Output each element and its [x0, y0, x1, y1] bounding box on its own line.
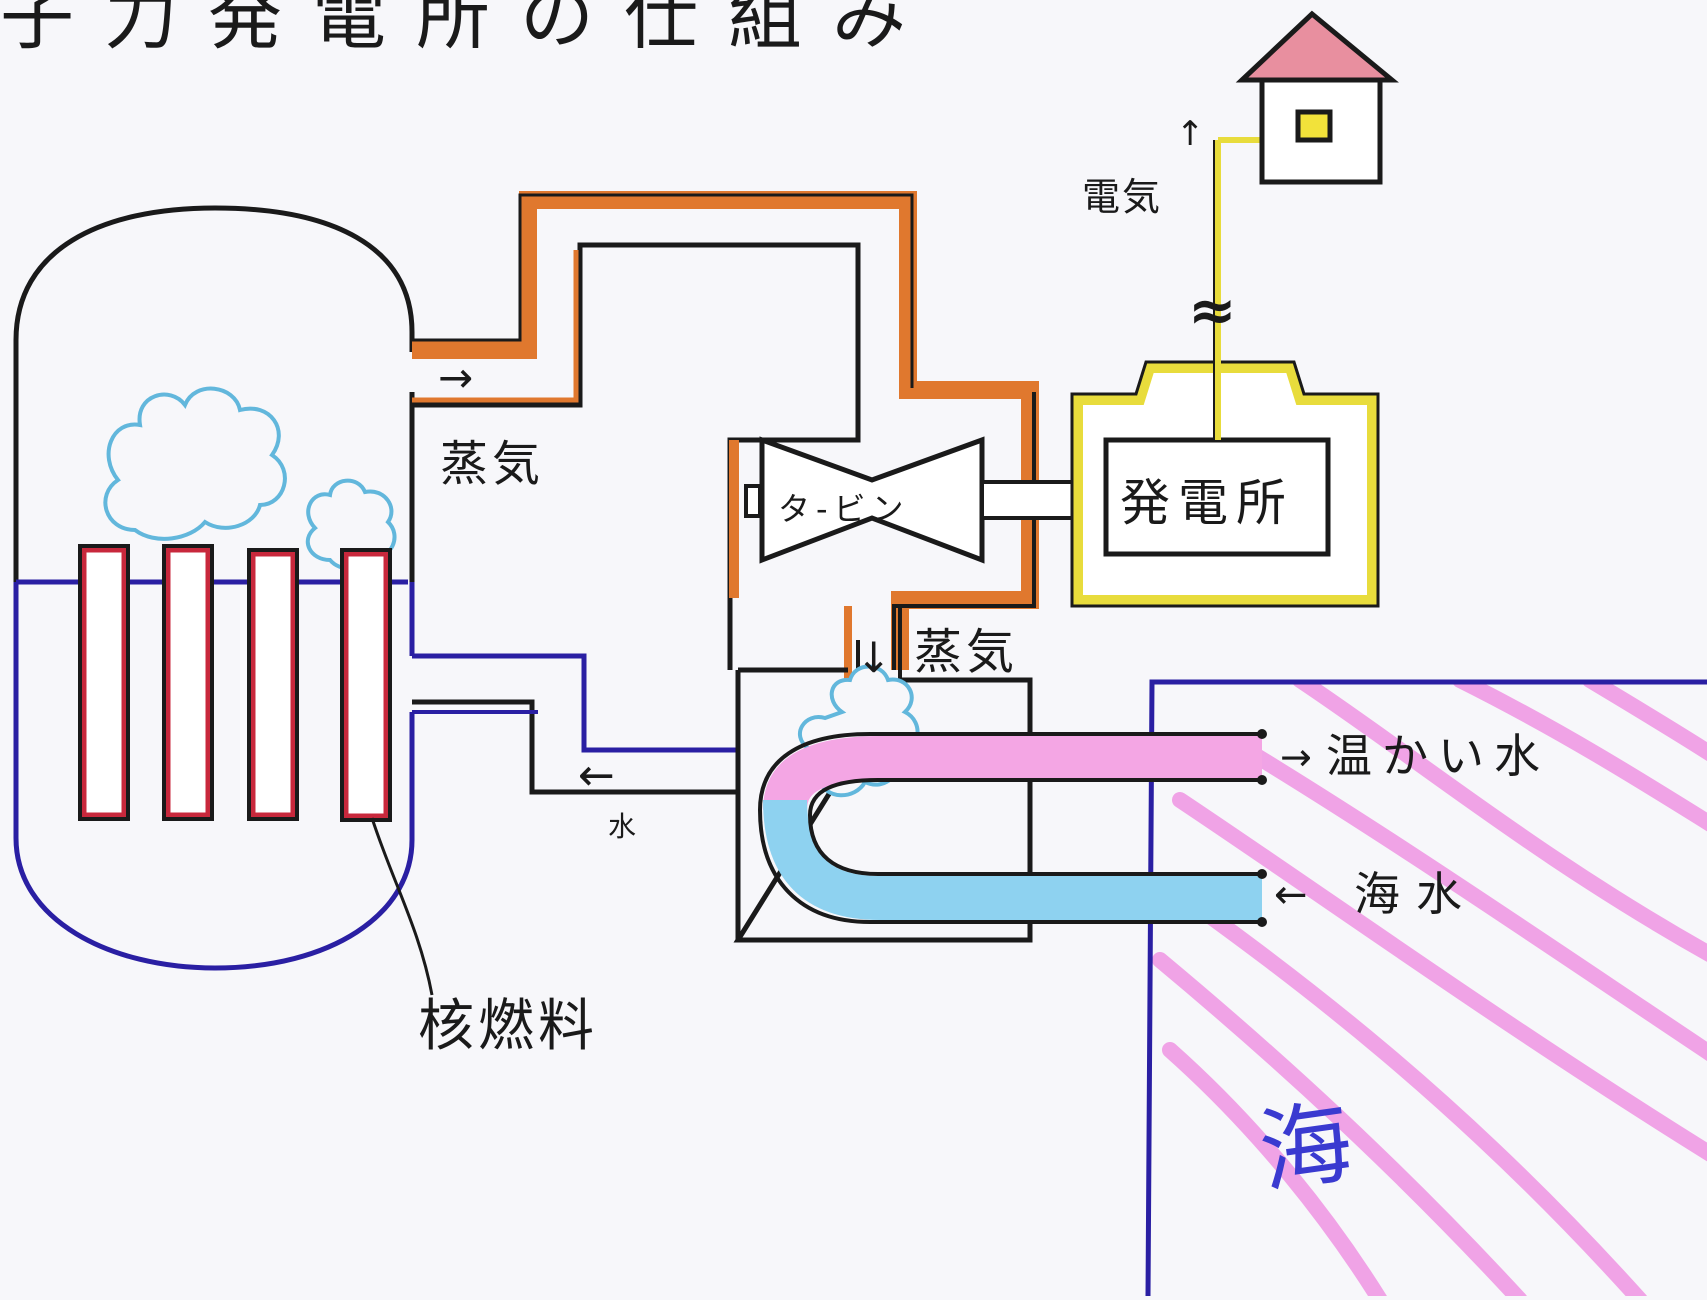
sea-water-pipe [763, 799, 1262, 920]
turbine-shaft-stub [744, 484, 762, 518]
steam-label-bottom: 蒸気 [914, 624, 1018, 680]
generator-box [1103, 437, 1331, 557]
fuel-rod [250, 551, 296, 818]
reactor-vessel: 核燃料 [13, 205, 598, 1059]
fuel-rod [81, 547, 127, 818]
sea-water-label: 海水 [1354, 867, 1478, 921]
fuel-rods [81, 547, 389, 819]
condenser [733, 664, 1267, 943]
page-title: 子力発電所の仕組み [0, 0, 936, 60]
steam-arrow-top: → [438, 353, 473, 402]
sea-water-arrow: ← [1274, 872, 1308, 918]
fuel-pointer-line [370, 817, 434, 996]
house [1235, 10, 1399, 185]
warm-water-label: 温かい水 [1326, 729, 1550, 783]
steam-arrow-bottom: ↓ [856, 633, 891, 682]
generator: 発電所 [1070, 360, 1380, 608]
house-roof [1235, 10, 1399, 83]
power-line: ≈ ↑ 電気 [1082, 114, 1260, 440]
electricity-label: 電気 [1082, 175, 1162, 219]
reactor-steam-cloud [103, 386, 397, 571]
warm-water-pipe [763, 736, 1262, 812]
warm-water-arrow: → [1280, 735, 1312, 779]
fuel-rod [165, 547, 211, 818]
turbine-label: タ-ビン [778, 490, 910, 528]
water-arrow: ← [578, 750, 615, 801]
steam-pipe [412, 191, 1039, 682]
house-window [1295, 109, 1333, 143]
sea-label: 海 [1253, 1088, 1359, 1207]
turbine-shape [759, 436, 985, 564]
sea-boundary [1145, 679, 1707, 1297]
turbine: タ-ビン [744, 436, 985, 564]
water-label: 水 [608, 810, 636, 843]
steam-label-top: 蒸気 [440, 436, 544, 492]
house-body [1259, 77, 1383, 185]
generator-label: 発電所 [1120, 474, 1294, 532]
fuel-rod [343, 551, 389, 819]
reactor-vessel-bottom [13, 582, 415, 971]
water-pipe [412, 653, 738, 795]
fuel-label: 核燃料 [418, 994, 598, 1059]
ac-symbol: ≈ [1188, 276, 1237, 344]
reactor-vessel-top [13, 205, 415, 582]
electricity-arrow: ↑ [1176, 114, 1205, 154]
